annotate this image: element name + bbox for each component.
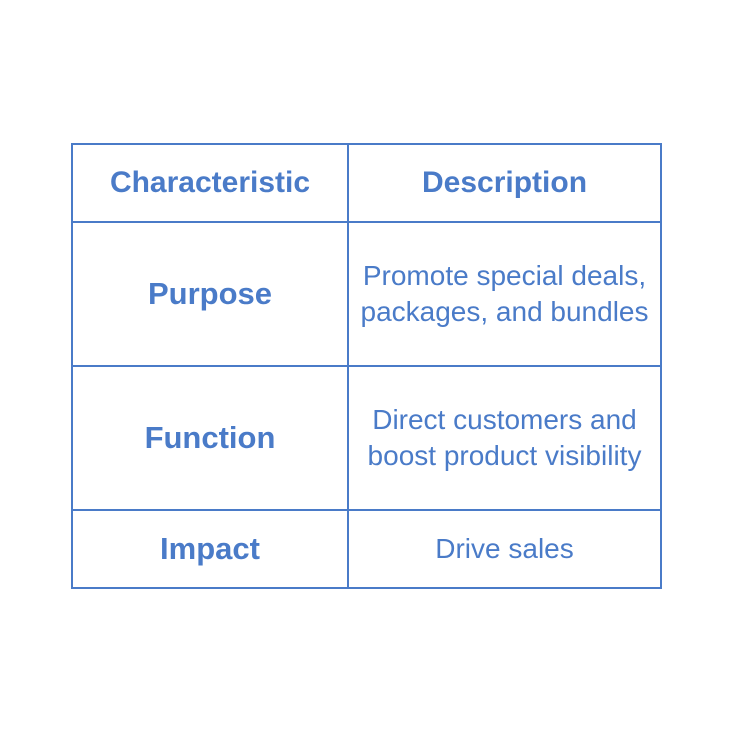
row-description: Direct customers and boost product visib… xyxy=(347,365,662,511)
column-header-description: Description xyxy=(347,143,662,223)
characteristics-table: Characteristic Description Purpose Promo… xyxy=(71,143,662,589)
column-header-characteristic: Characteristic xyxy=(71,143,349,223)
row-characteristic: Purpose xyxy=(71,221,349,367)
table-header-row: Characteristic Description xyxy=(71,143,662,223)
row-characteristic: Function xyxy=(71,365,349,511)
row-characteristic: Impact xyxy=(71,509,349,589)
table-row: Impact Drive sales xyxy=(71,509,662,589)
table-row: Purpose Promote special deals, packages,… xyxy=(71,221,662,367)
characteristics-table-container: Characteristic Description Purpose Promo… xyxy=(71,143,662,589)
table-row: Function Direct customers and boost prod… xyxy=(71,365,662,511)
row-description: Promote special deals, packages, and bun… xyxy=(347,221,662,367)
row-description: Drive sales xyxy=(347,509,662,589)
